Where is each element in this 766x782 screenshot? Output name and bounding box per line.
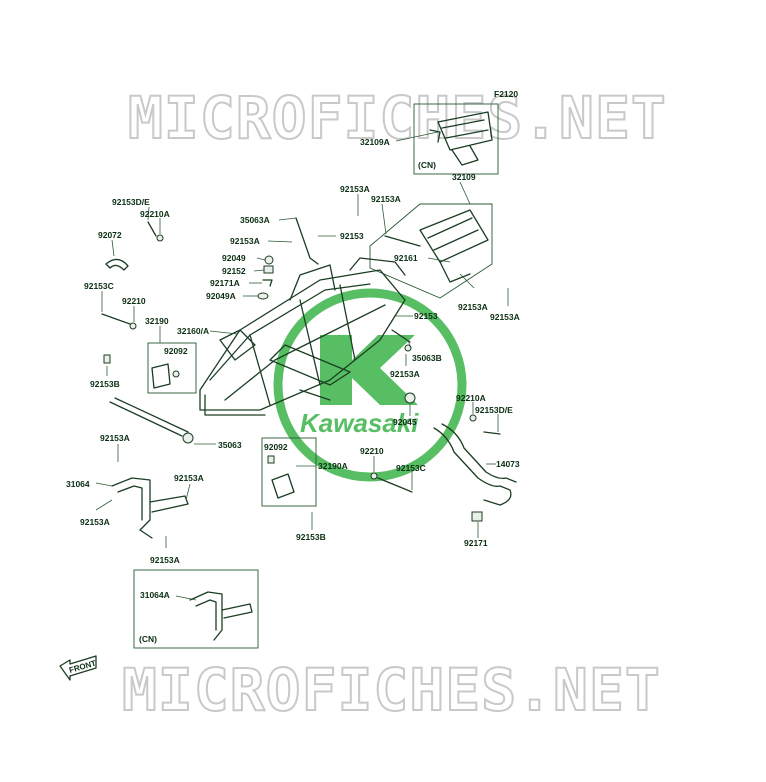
- part-label: 92153A: [150, 555, 180, 565]
- part-label: 92153A: [390, 369, 420, 379]
- inset-bottom-cn-label: (CN): [139, 634, 157, 644]
- rear-carrier-cn-part: [429, 111, 493, 166]
- part-label: 92171: [464, 538, 488, 548]
- part-label: 92153A: [230, 236, 260, 246]
- clip-92171a: [262, 279, 273, 287]
- part-label: 92153B: [296, 532, 326, 542]
- part-label: 32190A: [318, 461, 348, 471]
- inset-box-top-cn: [413, 103, 499, 175]
- part-label: 92153A: [490, 312, 520, 322]
- inset-box-32190: [147, 342, 197, 394]
- part-label: 92049: [222, 253, 246, 263]
- kawasaki-logo-watermark: Kawasaki: [273, 288, 467, 482]
- inset-box-32190a: [261, 437, 317, 507]
- part-label: 92153C: [84, 281, 114, 291]
- part-label: 35063B: [412, 353, 442, 363]
- bolt-92153b-left: [103, 354, 111, 364]
- bolt-35063a: [295, 217, 319, 265]
- part-label: 92045: [393, 417, 417, 427]
- part-label: 35063A: [240, 215, 270, 225]
- washer-92049: [264, 255, 274, 265]
- part-label: 92153A: [458, 302, 488, 312]
- watermark-bottom: MICROFICHES.NET: [122, 656, 661, 724]
- part-label: 35063: [218, 440, 242, 450]
- part-label: 31064A: [140, 590, 170, 600]
- part-label: 32109: [452, 172, 476, 182]
- part-label: 92152: [222, 266, 246, 276]
- watermark-top: MICROFICHES.NET: [128, 84, 667, 152]
- part-label: 32109A: [360, 137, 390, 147]
- part-label: 92161: [394, 253, 418, 263]
- stay-rod-35063: [109, 397, 194, 444]
- part-label: 92153: [340, 231, 364, 241]
- bolt-92210a-right: [469, 414, 477, 422]
- bolt-92153de-right: [483, 431, 501, 435]
- clamp-92072: [105, 258, 129, 271]
- part-label: 92171A: [210, 278, 240, 288]
- main-frame: [199, 257, 406, 416]
- grommet-92045: [404, 392, 416, 404]
- part-label: 14073: [496, 459, 520, 469]
- part-label: 92210: [360, 446, 384, 456]
- step-bracket-31064a-part: [189, 591, 253, 641]
- part-label: 92153A: [100, 433, 130, 443]
- part-label: 92153B: [90, 379, 120, 389]
- part-label: 92153A: [80, 517, 110, 527]
- part-label: 92092: [264, 442, 288, 452]
- step-bracket-31064: [111, 477, 189, 539]
- part-label: 92210A: [140, 209, 170, 219]
- part-label: 92153: [414, 311, 438, 321]
- breather-hose-14073: [433, 423, 517, 506]
- bolt-92153c-left: [101, 313, 137, 330]
- part-label: 92153D/E: [475, 405, 513, 415]
- front-arrow: FRONT: [59, 655, 97, 681]
- bracket-32190a-part: [267, 455, 295, 499]
- part-label: 32160/A: [177, 326, 209, 336]
- part-label: 92092: [164, 346, 188, 356]
- washer-92049a: [257, 292, 269, 300]
- inset-box-bottom-cn: [133, 569, 259, 649]
- part-label: 92072: [98, 230, 122, 240]
- rear-carrier-group-outline: [369, 203, 493, 299]
- part-label: 92153A: [340, 184, 370, 194]
- part-label: 92153A: [174, 473, 204, 483]
- bolt-35063b: [391, 329, 412, 352]
- part-label: 92153D/E: [112, 197, 150, 207]
- part-label: 92210: [122, 296, 146, 306]
- part-label: 92153A: [371, 194, 401, 204]
- part-label: 92153C: [396, 463, 426, 473]
- part-label: 92049A: [206, 291, 236, 301]
- rear-carrier-part: [384, 209, 489, 283]
- inset-top-cn-label: (CN): [418, 160, 436, 170]
- leader-lines: [95, 131, 509, 601]
- bracket-32190-part: [151, 363, 180, 389]
- figure-code: F2120: [494, 89, 518, 99]
- part-label: 32190: [145, 316, 169, 326]
- clamp-92171: [471, 511, 483, 522]
- part-label: 31064: [66, 479, 90, 489]
- part-labels: 32109A 32109 92153A 92153A 35063A 92153A…: [66, 137, 520, 600]
- bolt-92153c-right: [370, 472, 413, 493]
- kawasaki-logo-text: Kawasaki: [300, 408, 419, 438]
- bolt-92153de-left: [147, 221, 164, 242]
- part-label: 92210A: [456, 393, 486, 403]
- collar-92152: [263, 265, 274, 274]
